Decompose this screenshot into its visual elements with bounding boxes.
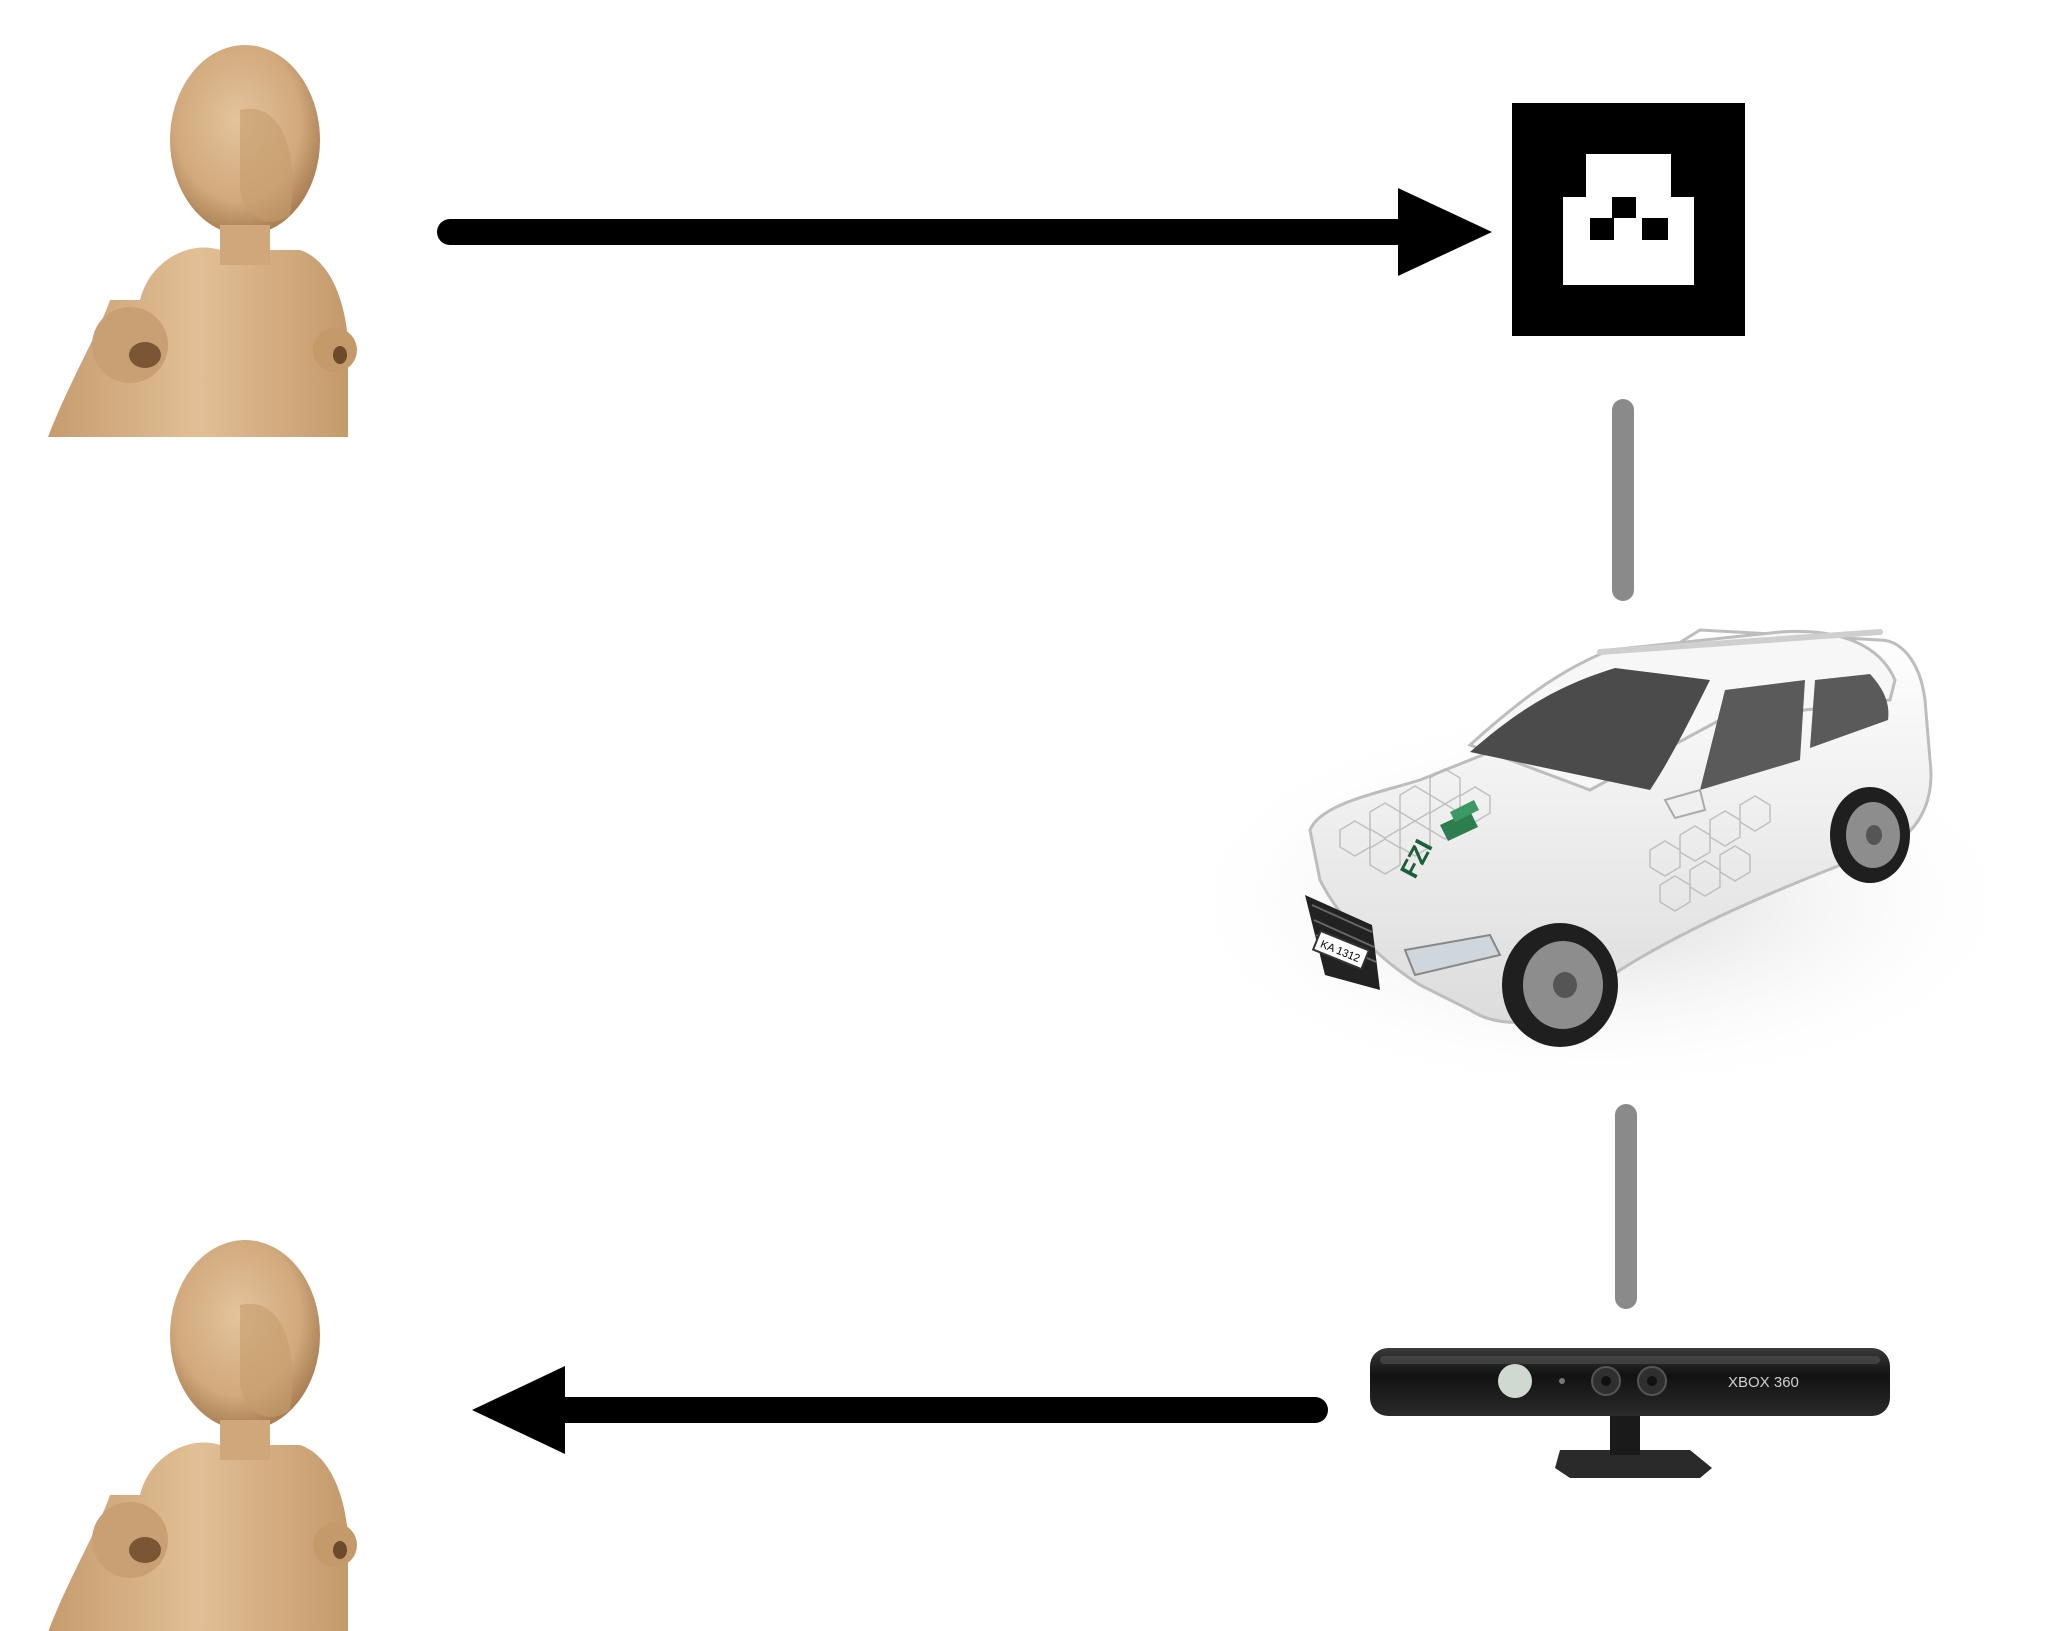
arrow-sensor-to-person [472,1366,1328,1454]
svg-text:XBOX 360: XBOX 360 [1728,1374,1799,1391]
mannequin-top-icon [48,45,357,437]
mannequin-bottom-icon [48,1240,357,1631]
arrow-person-to-marker [437,188,1492,276]
kinect-sensor-icon: XBOX 360 [1370,1348,1890,1478]
fiducial-marker-icon [1512,103,1745,336]
car-icon: FZI KA 1312 [1170,628,2030,1100]
